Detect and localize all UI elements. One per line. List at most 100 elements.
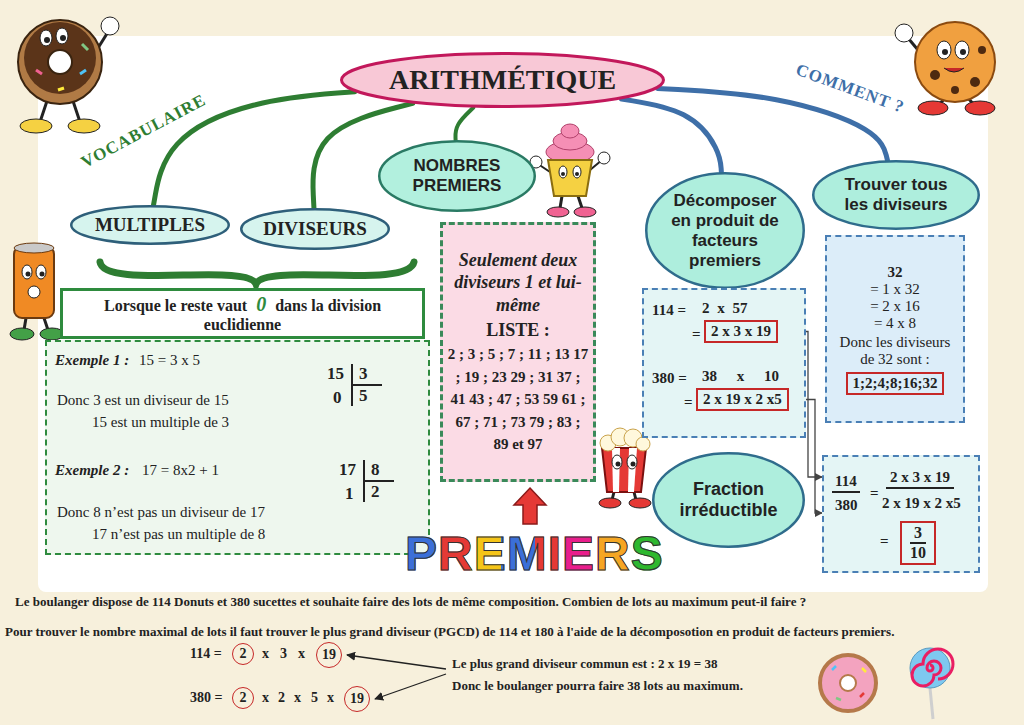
text-group: 310 (910, 524, 926, 562)
ellipse-outline (813, 161, 979, 229)
donut-picture (840, 675, 856, 691)
node-text: 114 = (652, 300, 686, 320)
node-text: Lorsque le reste vaut (104, 297, 247, 314)
node-text: 38 x 10 (702, 366, 779, 386)
text-group: 19 (350, 691, 364, 707)
node-text: = 4 x 8 (833, 315, 957, 332)
node-text: 1 (345, 484, 354, 504)
donut-picture (860, 693, 864, 697)
node-text: 114 (832, 471, 860, 493)
node-text: = (870, 483, 879, 503)
node-text: ARITHMÉTIQUE (389, 64, 616, 96)
text-group: DIVISEURS (263, 218, 366, 240)
equation-part: 380 = (190, 690, 222, 706)
node-text: 1;2;4;8;16;32 (853, 375, 938, 392)
cookie-character (970, 77, 980, 87)
node-text: Donc 8 n’est pas un diviseur de 17 (57, 502, 265, 522)
popcorn-character (602, 448, 646, 492)
donut-character (18, 20, 102, 104)
node-text: = 1 x 32 (833, 281, 957, 298)
node-text: Donc 3 est un diviseur de 15 (57, 390, 229, 410)
method-box: 114 =2 x 57=380 =38 x 10=2 x 3 x 192 x 1… (642, 288, 806, 438)
donut-character (58, 88, 64, 90)
cookie-character (930, 70, 940, 80)
cookie-character (955, 41, 969, 59)
node-text: 17 = 8x2 + 1 (142, 460, 219, 480)
donut-picture (862, 668, 866, 672)
donut-picture (820, 655, 876, 711)
circled-number: 2 (232, 687, 254, 709)
method-box: 32= 1 x 32= 2 x 16= 4 x 8Donc les divise… (825, 235, 965, 423)
lollipop-picture (910, 648, 953, 719)
donut-character (24, 22, 96, 94)
text-group: 1;2;4;8;16;32 (853, 375, 938, 392)
cookie-character (895, 24, 913, 42)
popcorn-character (612, 455, 622, 469)
node-text: Trouver tous les diviseurs (832, 175, 960, 215)
result-box: 310 (900, 521, 936, 565)
node-text: DIVISEURS (263, 218, 366, 240)
text-group: Décomposer en produit de facteurs premie… (664, 191, 786, 271)
text-group: 2 (240, 690, 247, 706)
cupcake-character (560, 196, 562, 208)
donut-character (20, 119, 52, 133)
node-text: LISTE : (447, 320, 589, 341)
text-group: Trouver tous les diviseurs (832, 175, 960, 215)
leader-line (375, 674, 446, 699)
connector (622, 99, 722, 172)
cookie-character (937, 41, 951, 59)
equation-part: x (262, 646, 269, 662)
node-text: 2 x 3 x 19 (711, 323, 771, 340)
cookie-character (918, 101, 948, 115)
text-group: 2 x 19 x 2 x5 (703, 391, 782, 408)
can-character (10, 328, 34, 340)
lollipop-picture (912, 649, 953, 686)
can-character (28, 286, 40, 298)
ellipse-outline (71, 206, 229, 244)
decorative-word: PREMIERS (405, 526, 664, 581)
node-text: 2 x 3 x 19 (886, 467, 954, 489)
answer-text: Donc le boulanger pourra faire 38 lots a… (452, 678, 743, 694)
cookie-character (915, 22, 995, 102)
can-character (36, 265, 46, 279)
donut-character (101, 17, 119, 35)
node-text: Donc les diviseurs de 32 sont : (833, 334, 957, 368)
node-text: 380 = (652, 368, 687, 388)
text-group: 32= 1 x 32= 2 x 16= 4 x 8Donc les divise… (833, 264, 957, 395)
node-text: 19 (322, 647, 336, 663)
node-text: MULTIPLES (95, 214, 205, 236)
popcorn-character (616, 462, 621, 467)
cupcake-character (548, 160, 592, 196)
cupcake-character (598, 152, 610, 164)
donut-character (82, 44, 88, 50)
equation-part: 114 = (190, 646, 222, 662)
popcorn-character (631, 462, 636, 467)
node-text: 17 (339, 460, 356, 480)
result-box: 1;2;4;8;16;32 (846, 372, 945, 395)
equation-part: 3 (280, 646, 287, 662)
circled-number: 19 (316, 642, 342, 668)
text-group: 2 x 3 x 19 (711, 323, 771, 340)
green-brace (100, 262, 414, 284)
node-text: 2 (240, 646, 247, 662)
popcorn-character (612, 448, 620, 492)
topic-ellipse: NOMBRES PREMIERS (378, 140, 536, 212)
can-character (10, 243, 64, 340)
donut-character (68, 119, 100, 133)
node-text: 15 = 3 x 5 (139, 350, 200, 370)
equation-part: 5 (311, 690, 318, 706)
node-text: 3 (351, 364, 382, 386)
cookie-character (965, 101, 995, 115)
cupcake-character (530, 124, 610, 217)
equation-part: 2 (278, 690, 285, 706)
example-box: Exemple 1 :15 = 3 x 5153Donc 3 est un di… (45, 340, 430, 555)
popcorn-character (599, 498, 621, 508)
cupcake-character (578, 196, 582, 208)
title-ellipse: ARITHMÉTIQUE (340, 52, 665, 108)
circled-number: 2 (232, 643, 254, 665)
cookie-character (895, 22, 995, 115)
node-text: 15 est un multiple de 3 (92, 412, 229, 432)
donut-character (44, 37, 50, 43)
donut-picture (832, 666, 836, 670)
